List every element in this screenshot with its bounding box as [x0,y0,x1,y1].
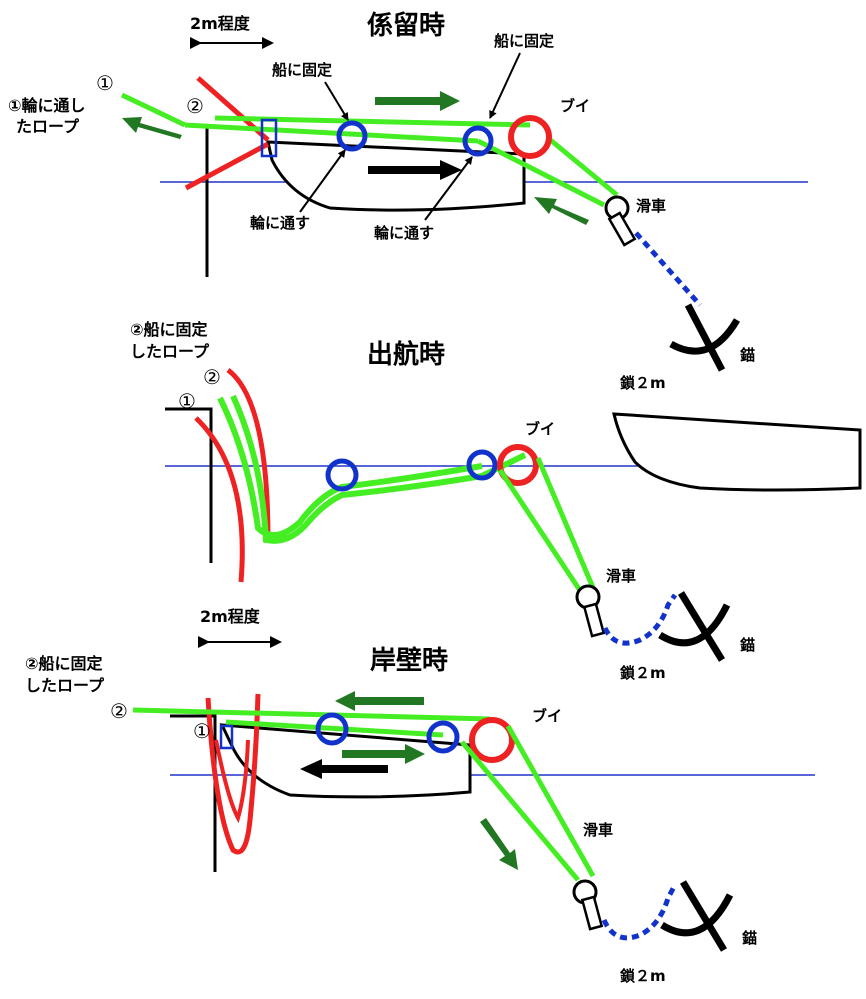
boat-hull-away [612,412,862,492]
pointer-pass-right [424,156,473,221]
buoy-rope-red-v [214,739,250,824]
blue-ring-right [466,449,498,481]
rope-to-pulley-upper [546,136,619,197]
rope-2 [132,707,491,722]
flow-arrow-black-icon [300,759,388,779]
pulley-block [607,211,637,247]
rope-1b [184,122,479,144]
rope-to-pulley-a [460,740,580,882]
flow-arrow-down-icon [480,818,518,870]
anchor-chain [601,883,678,941]
rope-1 [225,719,444,738]
pulley-block [582,602,606,638]
anchor-label: 錨 [740,636,756,654]
diagram-moored [120,37,808,372]
blue-ring-left [315,712,349,746]
rope-to-pulley-b [505,724,596,878]
rope2-label-line2: したロープ [130,342,210,361]
rope-to-pulley-a [497,468,586,597]
anchor-chain [634,231,702,307]
title-moored: 係留時 [367,11,446,41]
flow-arrow-up-icon [534,197,589,225]
title-departure: 出航時 [367,340,446,370]
quay-wall [165,407,213,563]
anchor-chain [602,593,678,646]
anchor-label: 錨 [742,929,758,947]
pulley-label: 滑車 [583,821,614,839]
rope-2 [230,394,527,544]
buoy-rope-red-u [205,693,261,855]
buoy-rope-red-1 [194,416,245,583]
blue-ring-left [336,120,368,152]
pointer-fixed-right [489,52,521,119]
buoy-label: ブイ [560,97,591,115]
blue-ring-right [462,125,494,157]
fitting-box [219,724,234,750]
buoy-rope-red-b [184,141,270,191]
buoy-label: ブイ [525,420,556,438]
fixed-right-label: 船に固定 [494,32,555,50]
flow-arrow-left-icon [335,691,424,711]
rope-to-pulley-b [535,457,597,591]
rope-to-pulley-lower [476,138,606,208]
chain-label: 鎖２m [620,967,666,985]
pointer-pass-left [299,149,346,213]
marker-1: ① [96,71,114,95]
marker-1: ① [193,719,211,743]
pass-right-label: 輪に通す [374,224,435,242]
rope2-label-line1: ②船に固定 [130,320,208,339]
boat-hull [266,140,526,212]
rope-1 [120,92,187,128]
rope1-label-line1: ①輪に通し [8,96,86,115]
chain-label: 鎖２m [620,664,666,682]
marker-1: ① [178,389,196,413]
rope1-label-line2: たロープ [16,117,80,136]
anchor-icon [660,880,734,952]
pointer-fixed-left [324,81,349,121]
marker-2: ② [186,94,204,118]
rope2-label-line2: したロープ [25,676,105,695]
marker-2: ② [203,365,221,389]
rope2-label-line1: ②船に固定 [25,654,103,673]
title-quayside: 岸壁時 [370,646,449,676]
blue-ring-left [325,458,359,492]
rope-1 [217,396,483,539]
anchor-icon [669,303,741,372]
buoy-icon [508,115,552,159]
pulley-label: 滑車 [636,197,667,215]
pass-left-label: 輪に通す [250,214,311,232]
flow-arrow-left-icon [122,117,182,139]
span-label: 2m程度 [200,607,260,626]
flow-arrow-black-icon [368,160,462,180]
flow-arrow-right-icon [375,91,460,111]
anchor-label: 錨 [740,346,756,364]
buoy-rope-red-2 [226,368,271,541]
buoy-icon [469,717,515,763]
span-label: 2m程度 [190,14,250,33]
buoy-icon [497,444,539,486]
flow-arrow-right-icon [342,744,425,764]
fixed-left-label: 船に固定 [272,61,333,79]
chain-label: 鎖２m [620,374,666,392]
anchor-icon [658,591,731,662]
buoy-label: ブイ [532,707,563,725]
diagram-quayside [132,636,815,952]
diagram-departure [165,368,862,662]
quay-wall [170,714,217,872]
quay-wall [198,124,209,277]
marker-2: ② [110,699,128,723]
fitting-box [260,118,278,158]
blue-ring-right [426,720,460,754]
pulley-block [580,895,604,931]
pulley-label: 滑車 [606,567,637,585]
